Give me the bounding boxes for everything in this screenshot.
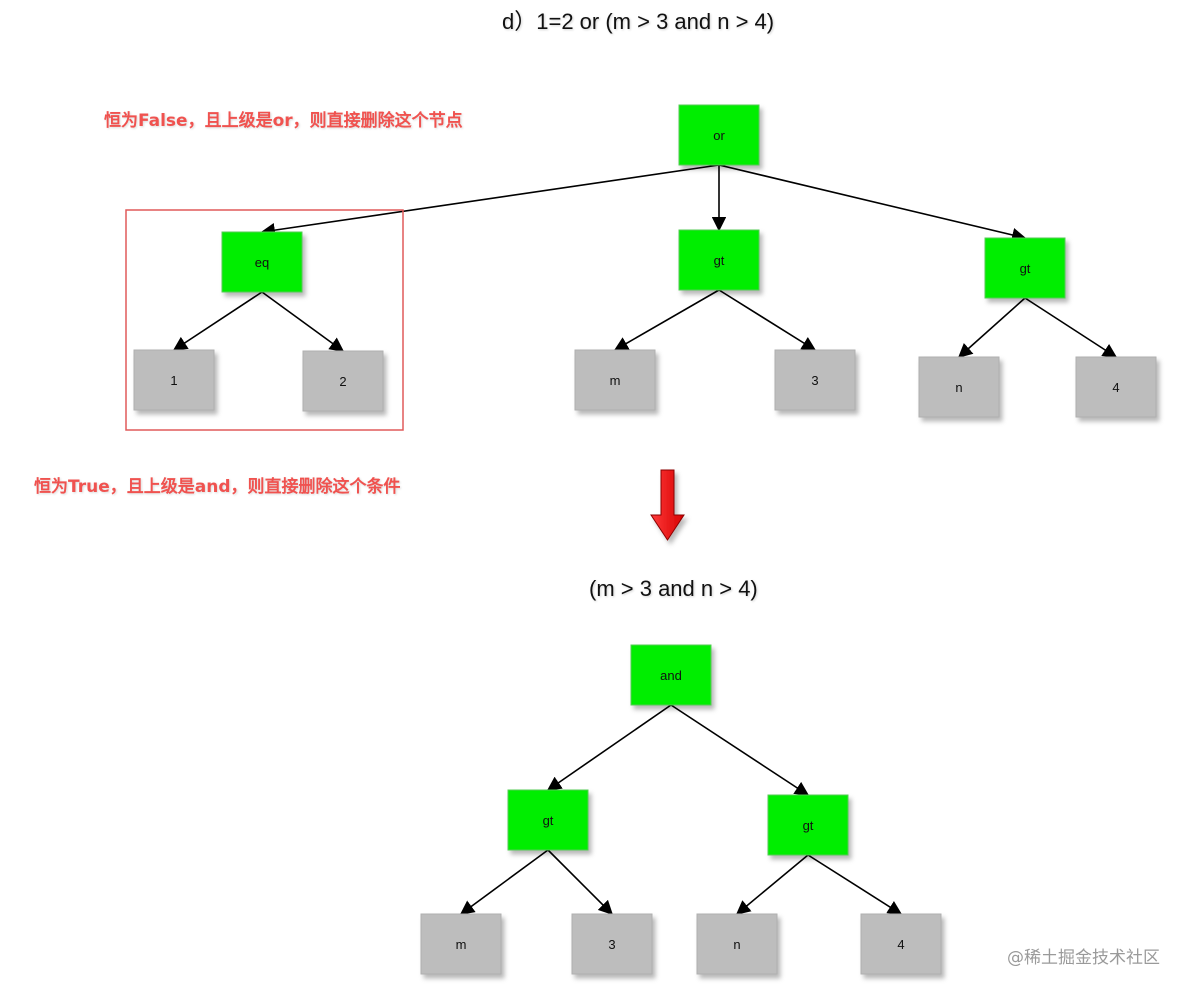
tree-after-edge-gt1-to-three <box>547 849 614 916</box>
tree-before-node-gt1: gt <box>678 229 760 291</box>
node-label: 3 <box>811 373 818 388</box>
node-box <box>678 229 760 291</box>
tree-before-edge-gt1-to-m <box>613 289 720 351</box>
node-label: and <box>660 668 682 683</box>
highlight-box-always-false <box>125 209 404 431</box>
node-box <box>767 794 849 856</box>
tree-after-node-and: and <box>630 644 712 706</box>
node-label: eq <box>255 255 269 270</box>
tree-before-node-one: 1 <box>133 349 215 411</box>
tree-after-edge-gt2-to-n <box>735 854 809 915</box>
node-label: n <box>955 380 962 395</box>
tree-before-node-four: 4 <box>1075 356 1157 418</box>
tree-before-edge-gt2-to-four <box>1024 297 1118 358</box>
node-label: 4 <box>897 937 904 952</box>
node-box <box>678 104 760 166</box>
node-box <box>133 349 215 411</box>
tree-after-node-four: 4 <box>860 913 942 975</box>
node-label: gt <box>714 253 725 268</box>
node-label: m <box>456 937 467 952</box>
title-original-expression: d）1=2 or (m > 3 and n > 4) <box>502 9 775 34</box>
tree-before-node-n: n <box>918 356 1000 418</box>
tree-before-edge-gt1-to-three <box>718 289 817 351</box>
tree-before-node-m: m <box>574 349 656 411</box>
node-label: 4 <box>1112 380 1119 395</box>
node-box <box>302 350 384 412</box>
watermark: @稀土掘金技术社区 <box>1007 948 1160 968</box>
tree-after-node-gt1: gt <box>507 789 589 851</box>
tree-before-edge-or-to-eq <box>260 164 720 238</box>
tree-before-node-two: 2 <box>302 350 384 412</box>
node-label: m <box>610 373 621 388</box>
tree-before-edge-eq-to-one <box>172 291 263 351</box>
tree-after-node-n: n <box>696 913 778 975</box>
node-box <box>507 789 589 851</box>
node-box <box>571 913 653 975</box>
tree-before-node-gt2: gt <box>984 237 1066 299</box>
node-box <box>984 237 1066 299</box>
node-box <box>696 913 778 975</box>
node-label: gt <box>1020 261 1031 276</box>
tree-before-node-eq: eq <box>221 231 303 293</box>
tree-before-node-or: or <box>678 104 760 166</box>
tree-after-edge-gt1-to-m <box>459 849 549 915</box>
title-simplified-expression: (m > 3 and n > 4) <box>589 576 758 601</box>
tree-after-node-gt2: gt <box>767 794 849 856</box>
tree-after-edge-and-to-gt2 <box>670 704 810 796</box>
nodes-layer: or eq gt gt 1 2 m 3 n 4 and gt gt m 3 n 4 <box>133 104 1157 975</box>
node-label: 2 <box>339 374 346 389</box>
tree-before-edge-eq-to-two <box>261 291 345 352</box>
tree-before-edge-gt2-to-n <box>957 297 1026 358</box>
node-box <box>1075 356 1157 418</box>
transform-arrow-icon <box>650 469 685 541</box>
node-box <box>774 349 856 411</box>
tree-before-node-three: 3 <box>774 349 856 411</box>
node-box <box>574 349 656 411</box>
node-label: 3 <box>608 937 615 952</box>
node-box <box>420 913 502 975</box>
node-label: n <box>733 937 740 952</box>
node-box <box>860 913 942 975</box>
tree-before-edge-or-to-gt2 <box>718 164 1027 242</box>
tree-after-edge-and-to-gt1 <box>546 704 672 791</box>
annotation-always-false: 恒为False，且上级是or，则直接删除这个节点 <box>104 111 463 131</box>
annotation-always-true: 恒为True，且上级是and，则直接删除这个条件 <box>34 477 401 497</box>
node-label: gt <box>803 818 814 833</box>
tree-after-edge-gt2-to-four <box>807 854 903 915</box>
tree-after-node-three: 3 <box>571 913 653 975</box>
node-label: gt <box>543 813 554 828</box>
node-box <box>630 644 712 706</box>
node-label: or <box>713 128 725 143</box>
node-box <box>918 356 1000 418</box>
tree-after-node-m: m <box>420 913 502 975</box>
node-label: 1 <box>170 373 177 388</box>
node-box <box>221 231 303 293</box>
edges-layer <box>172 164 1118 916</box>
